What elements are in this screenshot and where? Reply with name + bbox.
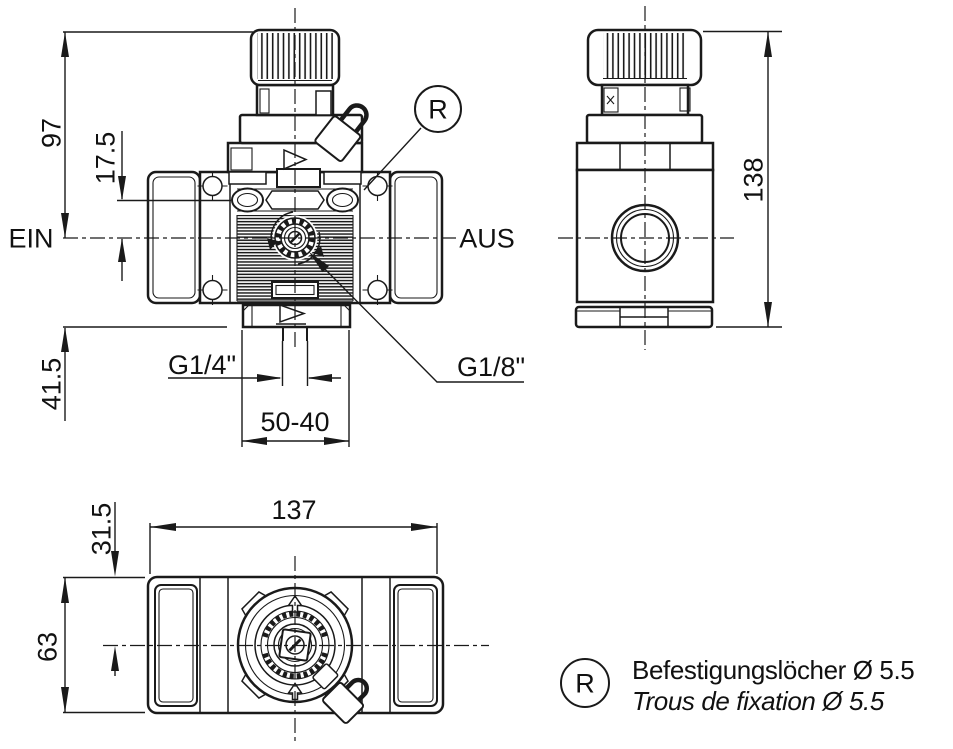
outlet-label: AUS	[459, 223, 515, 253]
bottom-dimensions	[61, 502, 438, 714]
thread-g18-label: G1/8"	[457, 352, 525, 382]
side-base	[574, 305, 714, 329]
front-view: R 97 17.5 41.5 EIN AUS G1/4" G1/8" 50-40	[8, 8, 525, 447]
dim-63-label: 63	[32, 632, 62, 662]
flow-arrow-bottom-icon	[279, 303, 307, 324]
legend: R Befestigungslöcher Ø 5.5 Trous de fixa…	[560, 655, 915, 716]
dim-138-label: 138	[738, 157, 768, 202]
legend-text-french: Trous de fixation Ø 5.5	[632, 686, 885, 716]
dim-50-40-label: 50-40	[260, 407, 329, 437]
side-dimensions	[703, 30, 782, 328]
padlock-icon	[314, 103, 369, 162]
mounting-holes	[197, 171, 393, 305]
front-dimensions: R	[61, 31, 524, 447]
thread-g14-label: G1/4"	[168, 350, 236, 380]
r-callout-circle	[414, 85, 462, 133]
side-view: 138	[558, 6, 782, 350]
r-callout-label: R	[428, 94, 448, 124]
bottom-padlock-icon	[322, 677, 369, 724]
dim-97-label: 97	[36, 118, 66, 148]
dim-31_5-label: 31.5	[86, 503, 116, 556]
bottom-view: 137 31.5 63	[32, 495, 489, 744]
side-neck	[600, 83, 691, 117]
legend-r-circle	[560, 658, 610, 708]
legend-text-german: Befestigungslöcher Ø 5.5	[632, 655, 914, 685]
legend-r-label: R	[575, 668, 595, 698]
inlet-label: EIN	[8, 223, 53, 253]
dim-137-label: 137	[271, 495, 316, 525]
dim-41_5-label: 41.5	[36, 358, 66, 411]
dim-17_5-label: 17.5	[90, 132, 120, 185]
